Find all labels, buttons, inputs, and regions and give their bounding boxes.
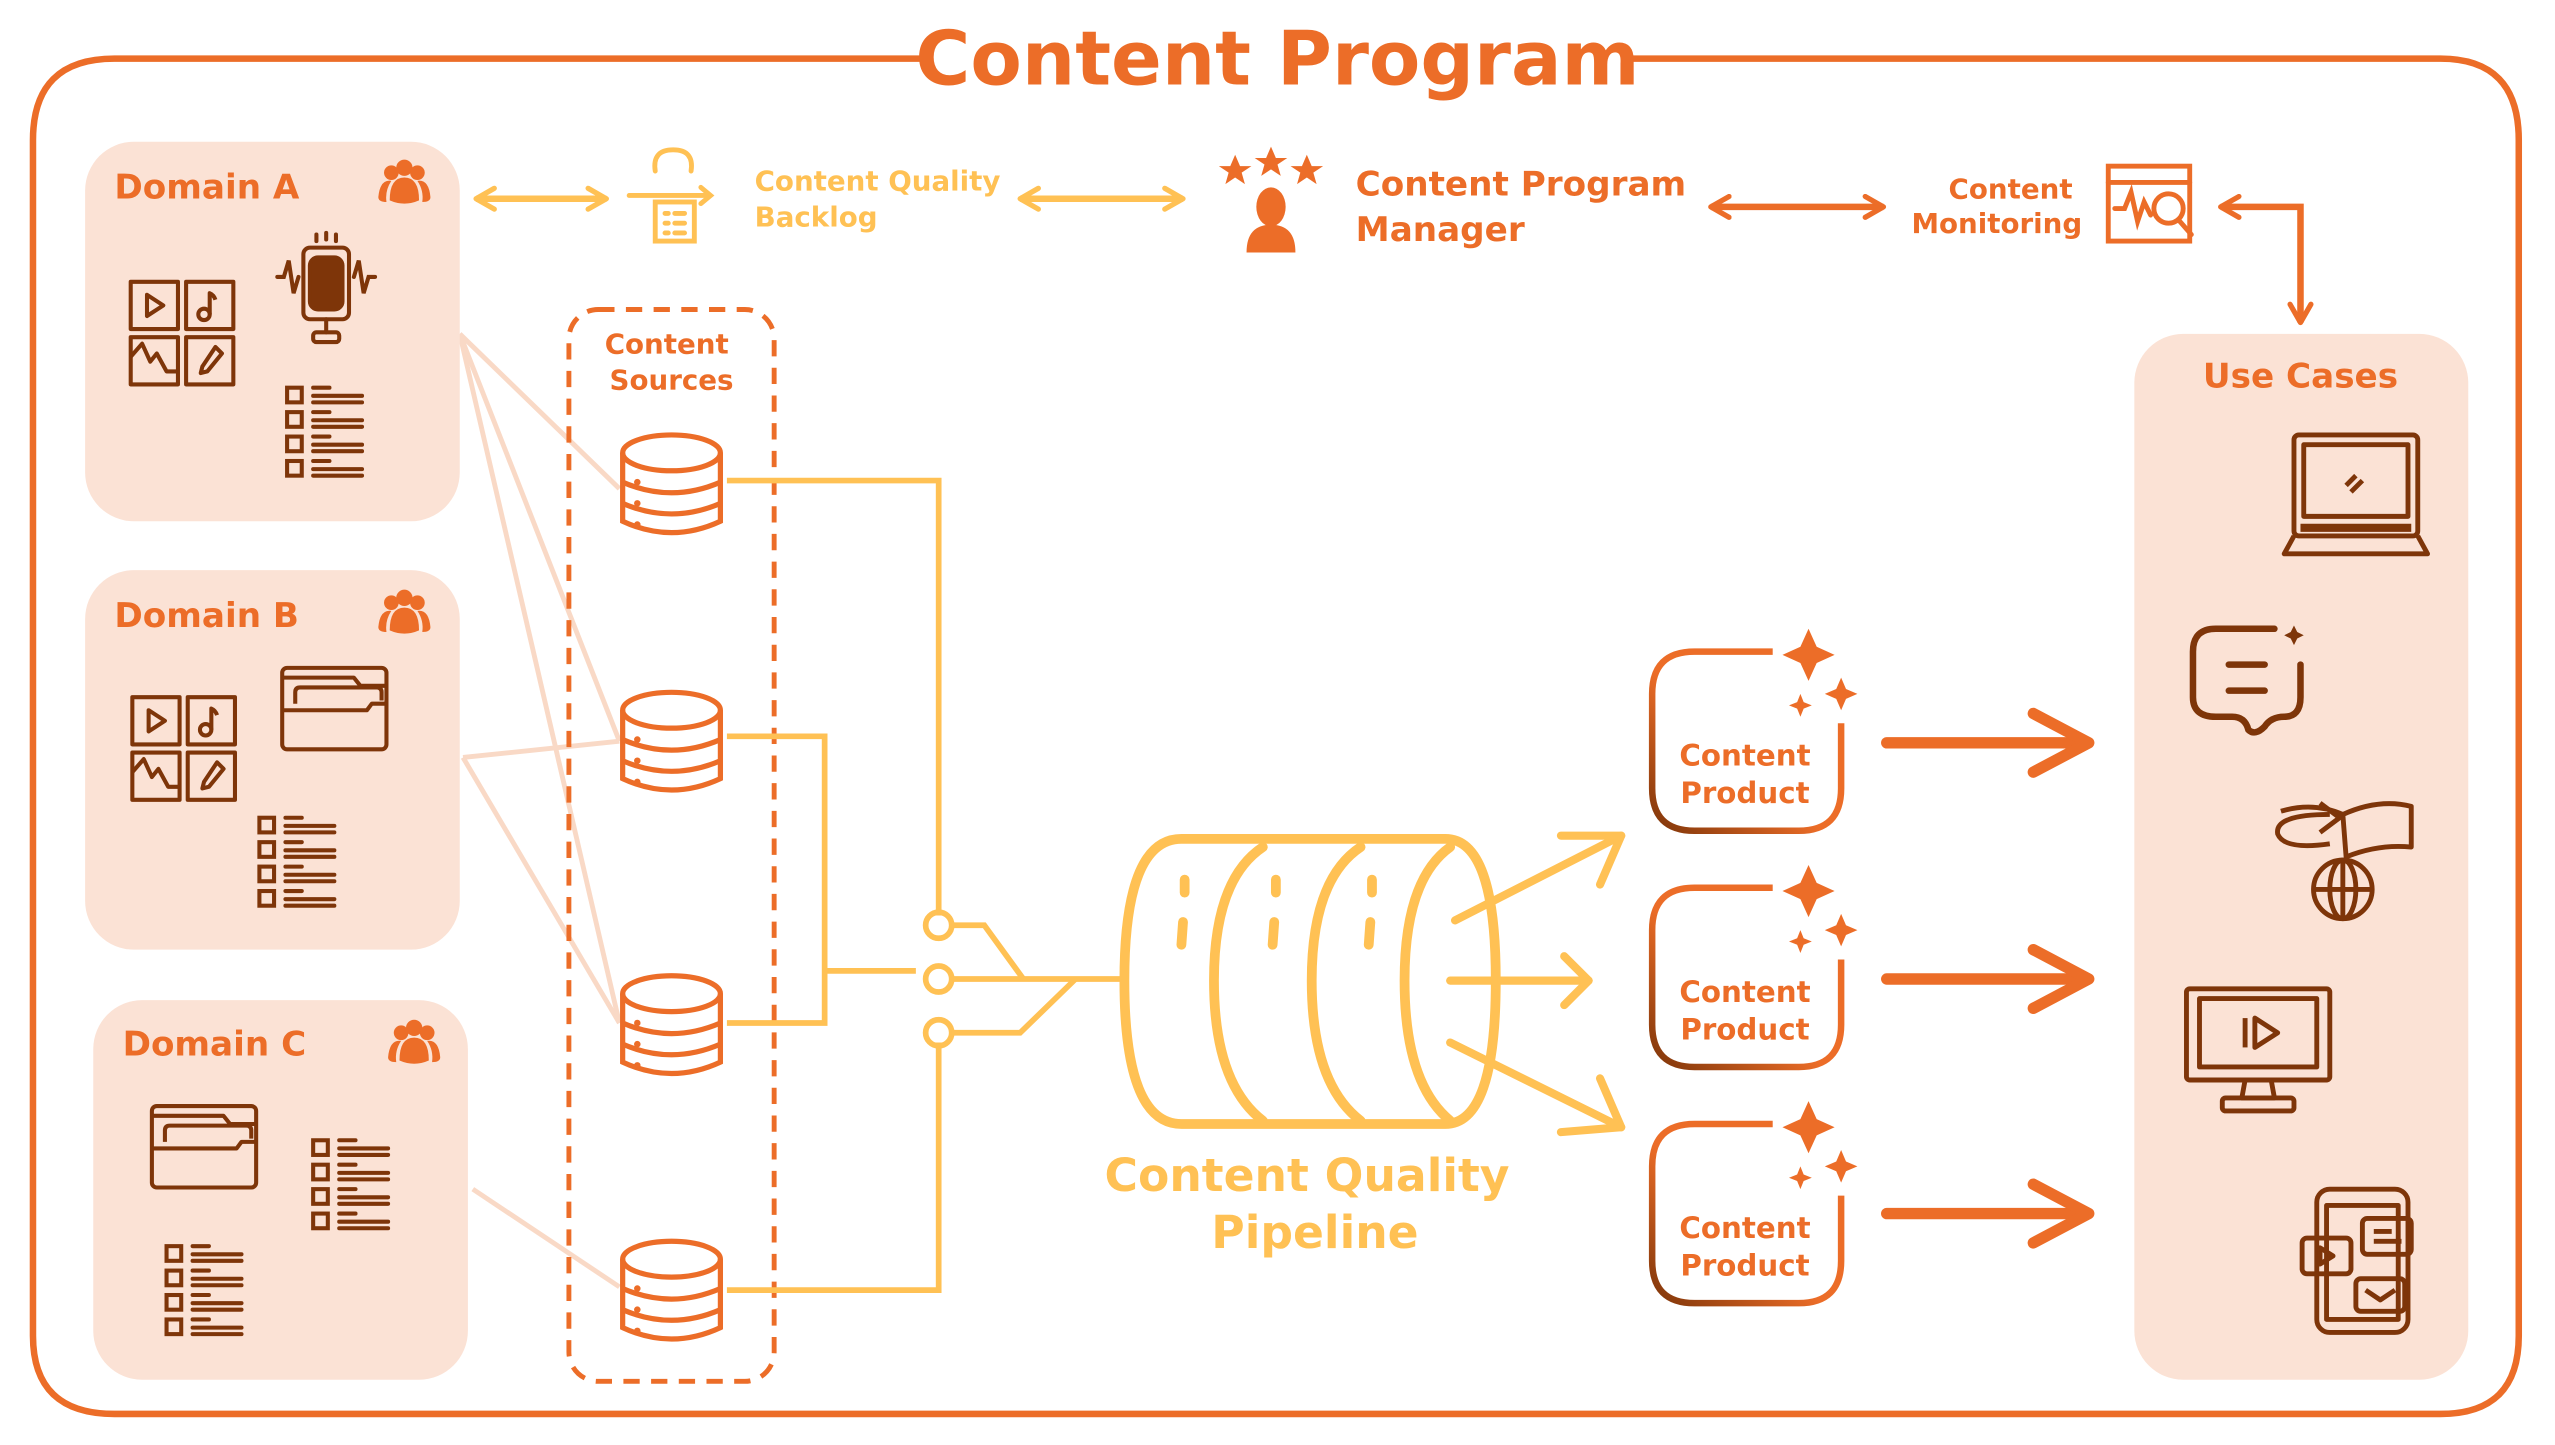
domain-a-panel: Domain A [85,141,460,522]
product-frame [1648,648,1845,835]
database-icon [623,692,721,790]
domain-c-label: Domain C [123,1025,307,1065]
manager-label: Content Program Manager [1356,164,1698,250]
domain-b-label: Domain B [114,596,299,636]
domain-b-panel: Domain B [85,570,460,950]
database-icon [623,1241,721,1339]
mobile-social-icon [2299,1186,2414,1335]
sparkle-icon [1782,628,1858,717]
laptop-icon [2281,432,2430,557]
page-title: Content Program [915,15,1639,103]
translation-globe-icon [2275,801,2414,922]
domain-c-panel: Domain C [93,1000,468,1380]
domain-connectors [457,332,622,1289]
video-monitor-icon [2184,986,2333,1114]
monitoring-label: Content Monitoring [1911,173,2082,240]
backlog-icon [626,147,715,244]
product-frame [1648,884,1845,1071]
use-cases-panel: Use Cases [2134,333,2469,1380]
sparkle-icon [1782,864,1858,953]
domain-a-label: Domain A [114,168,300,208]
podcast-mic-icon [275,230,378,345]
program-frame [29,55,2523,1418]
content-sources-label: Content Sources [605,327,739,396]
pipeline-output-arrows [1446,831,1626,1137]
product-usecase-arrows [1881,707,2095,1249]
pipeline-label: Content Quality Pipeline [1105,1149,1526,1259]
database-icon [623,435,721,533]
backlog-label: Content Quality Backlog [755,165,1011,234]
monitoring-icon [2105,163,2194,244]
content-sources-group: Content Sources [566,307,777,1384]
product-frame [1648,1120,1845,1307]
monitoring-usecases-arrow [2218,193,2314,326]
sparkle-icon [1782,1101,1858,1190]
ai-chat-icon [2189,625,2304,736]
use-cases-title: Use Cases [2203,357,2398,397]
pipeline-icon [1119,834,1501,1129]
source-pipeline-connectors [726,477,1125,1293]
manager-icon [1218,146,1324,253]
database-icon [623,976,721,1074]
